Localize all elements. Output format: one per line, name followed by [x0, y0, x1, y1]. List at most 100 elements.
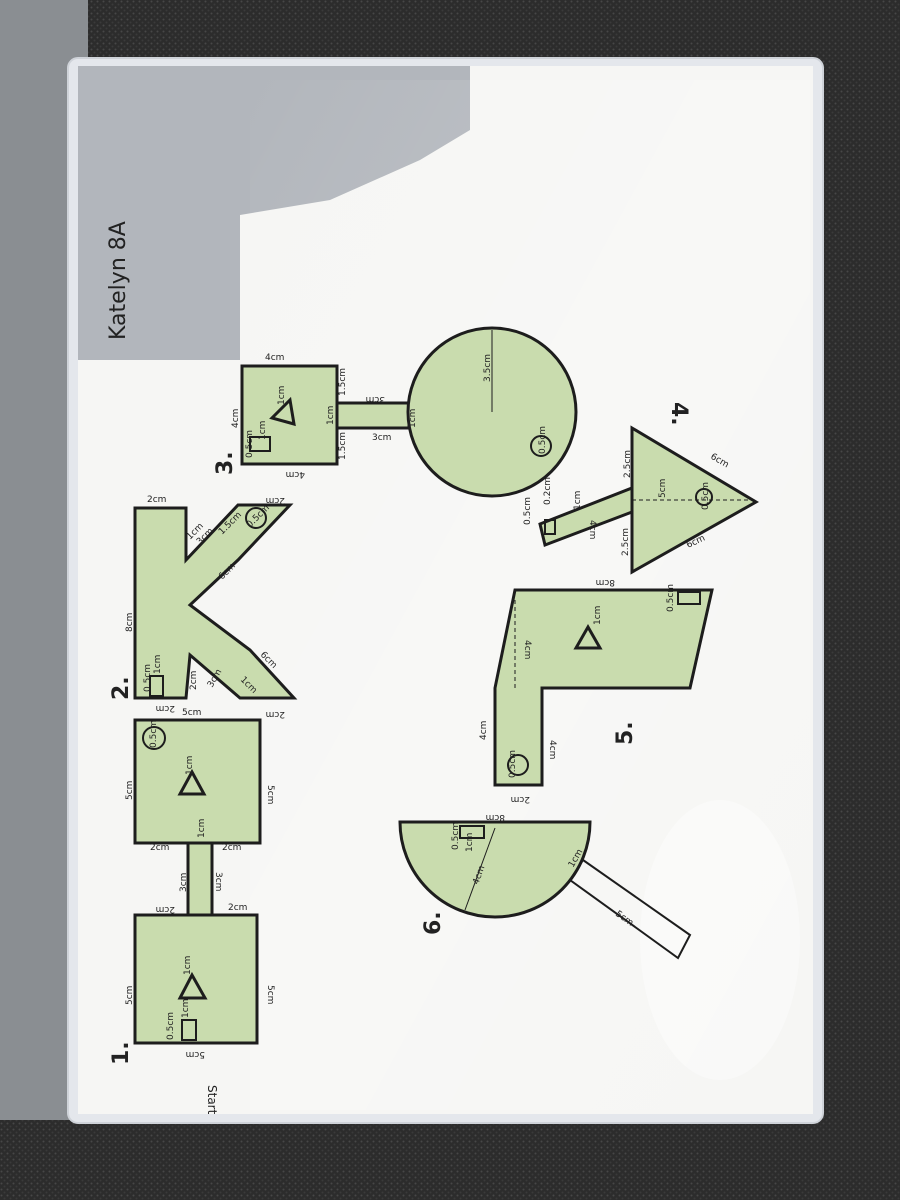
shape-2-rect: [149, 675, 164, 697]
label: 5cm: [125, 781, 135, 800]
shape-5-outline: [493, 588, 714, 787]
shape-3-square: [240, 364, 339, 466]
label: 1.5cm: [338, 432, 348, 460]
shape-1-triangle-a: [177, 971, 208, 1000]
shape-5-circle: [507, 754, 529, 776]
label: 1cm: [185, 756, 195, 775]
number-2: 2.: [109, 676, 134, 700]
label: 8cm: [596, 577, 615, 587]
label: 0.5cm: [245, 430, 255, 458]
shape-3-connector: [335, 401, 411, 430]
label: 0.5cm: [149, 720, 159, 748]
label: 2cm: [511, 794, 530, 804]
label: 2.5cm: [621, 528, 631, 556]
label: 3cm: [366, 394, 385, 404]
label: 1cm: [181, 999, 191, 1018]
label: 2.5cm: [623, 450, 633, 478]
label: 0.5cm: [166, 1012, 176, 1040]
label: 2cm: [228, 903, 247, 913]
label: 3.5cm: [483, 354, 493, 382]
shape-6: [398, 820, 692, 960]
label: 4cm: [231, 409, 241, 428]
shape-3: [240, 326, 578, 498]
label: 1cm: [153, 655, 163, 674]
label: 5cm: [265, 985, 275, 1004]
shape-5-triangle: [573, 623, 603, 650]
label: 5cm: [182, 708, 201, 718]
shape-3-small-circle: [530, 435, 552, 457]
title-text: Katelyn 8A: [106, 221, 131, 340]
label: 0.5cm: [508, 750, 518, 778]
shape-6-rect: [459, 825, 485, 839]
label: 2cm: [222, 843, 241, 853]
shape-5: [493, 588, 714, 787]
shape-3-rect: [249, 436, 271, 452]
label: 4cm: [265, 353, 284, 363]
label: 4cm: [286, 469, 305, 479]
shape-2: [133, 503, 298, 700]
label: 1cm: [593, 606, 603, 625]
shape-2-circle: [245, 507, 267, 529]
shape-6-handle: [568, 858, 692, 960]
shape-1-rect-a: [181, 1019, 197, 1041]
label: 1cm: [277, 386, 287, 405]
number-3: 3.: [213, 451, 238, 475]
shape-6-radius: [464, 827, 496, 911]
label: 1.5cm: [338, 368, 348, 396]
label: 3cm: [213, 872, 223, 891]
label: 3cm: [372, 433, 391, 443]
label: 5cm: [265, 785, 275, 804]
number-4: 4.: [666, 402, 691, 426]
label: 1cm: [408, 409, 418, 428]
label: 0.2cm: [543, 477, 553, 505]
label: 1cm: [326, 406, 336, 425]
shape-4-rect: [544, 519, 556, 535]
label: 4cm: [547, 740, 557, 759]
label: 2cm: [147, 495, 166, 505]
label: 1cm: [197, 819, 207, 838]
label: 0.5cm: [538, 426, 548, 454]
label: 0.5cm: [701, 482, 711, 510]
number-6: 6.: [421, 911, 446, 935]
label: 5cm: [125, 986, 135, 1005]
number-5: 5.: [613, 721, 638, 745]
glare-spot: [640, 800, 800, 1080]
label: 1cm: [465, 833, 475, 852]
label: 2cm: [266, 709, 285, 719]
label: 2cm: [266, 495, 285, 505]
label: 2cm: [150, 843, 169, 853]
label: 0.5cm: [523, 497, 533, 525]
label: 0.5cm: [666, 584, 676, 612]
label: 0.5cm: [143, 664, 153, 692]
label: 5cm: [186, 1049, 205, 1059]
label: 1cm: [258, 421, 268, 440]
shape-4-circle: [695, 488, 713, 506]
label: 5cm: [658, 479, 668, 498]
label: 1cm: [183, 956, 193, 975]
label: 8cm: [486, 812, 505, 822]
shape-numbers: 1. 2. 3. 4. 5. 6.: [109, 402, 691, 1065]
shape-3-triangle: [269, 396, 296, 427]
start-label: Start: [205, 1085, 219, 1115]
label: 4cm: [587, 520, 597, 539]
shape-4: [538, 425, 759, 575]
shape-2-letter-k: [133, 503, 298, 700]
number-1: 1.: [109, 1041, 134, 1065]
label: 4cm: [522, 640, 532, 659]
shape-6-semicircle: [398, 820, 592, 919]
shape-1: [133, 718, 262, 1045]
shape-1-connector: [186, 841, 214, 917]
shape-1-triangle-b: [177, 768, 207, 796]
label: 2cm: [189, 671, 199, 690]
label: 8cm: [125, 613, 135, 632]
label: 2cm: [156, 703, 175, 713]
label: 4cm: [479, 721, 489, 740]
shape-1-circle: [142, 726, 166, 750]
shape-4-handle: [538, 485, 634, 548]
label: 2cm: [156, 904, 175, 914]
label: 0.5cm: [451, 822, 461, 850]
label: 1cm: [573, 491, 583, 510]
label: 3cm: [179, 873, 189, 892]
shape-5-rect: [677, 591, 701, 605]
